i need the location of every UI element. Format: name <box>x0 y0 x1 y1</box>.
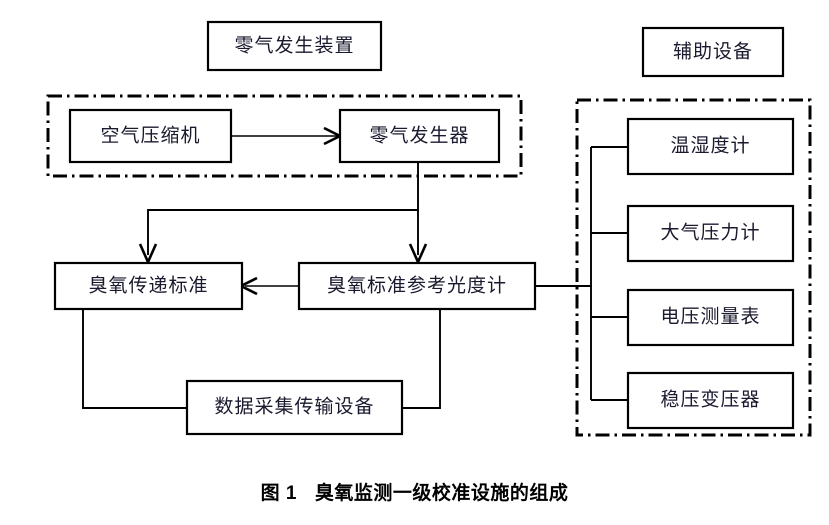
figure-caption: 图 1 臭氧监测一级校准设施的组成 <box>0 478 829 505</box>
node-hygrothermograph: 温湿度计 <box>626 117 795 176</box>
node-ozone-reference-photometer: 臭氧标准参考光度计 <box>297 261 537 311</box>
node-auxiliary-equipment-title-label: 辅助设备 <box>673 40 753 62</box>
node-air-compressor: 空气压缩机 <box>68 108 233 164</box>
node-barometer-label: 大气压力计 <box>660 221 760 243</box>
connector-photometer-to-data-acquisition <box>401 309 441 409</box>
node-data-acquisition-label: 数据采集传输设备 <box>214 395 374 417</box>
connector-generator-branch-left <box>147 163 419 255</box>
node-zero-air-generator: 零气发生器 <box>338 108 501 164</box>
node-ozone-transfer-standard-label: 臭氧传递标准 <box>88 274 208 296</box>
group-frame-auxiliary-equipment <box>575 98 812 437</box>
node-voltmeter-label: 电压测量表 <box>660 305 760 327</box>
figure-caption-text: 臭氧监测一级校准设施的组成 <box>314 483 569 504</box>
node-data-acquisition: 数据采集传输设备 <box>185 379 404 436</box>
node-zero-air-device-title-label: 零气发生装置 <box>234 34 354 56</box>
figure-caption-number: 图 1 <box>260 483 297 504</box>
node-voltmeter: 电压测量表 <box>626 288 795 347</box>
node-air-compressor-label: 空气压缩机 <box>100 124 200 146</box>
node-barometer: 大气压力计 <box>626 204 795 263</box>
node-ozone-transfer-standard: 臭氧传递标准 <box>53 261 244 311</box>
node-voltage-regulator-label: 稳压变压器 <box>660 388 760 410</box>
node-hygrothermograph-label: 温湿度计 <box>670 134 750 156</box>
node-zero-air-device-title: 零气发生装置 <box>206 20 383 72</box>
node-zero-air-generator-label: 零气发生器 <box>369 124 469 146</box>
node-auxiliary-equipment-title: 辅助设备 <box>641 26 785 78</box>
group-frame-zero-air-device <box>46 94 523 178</box>
node-ozone-reference-photometer-label: 臭氧标准参考光度计 <box>327 274 507 296</box>
node-voltage-regulator: 稳压变压器 <box>626 371 795 430</box>
connector-transfer-standard-to-data-acquisition <box>82 309 188 409</box>
